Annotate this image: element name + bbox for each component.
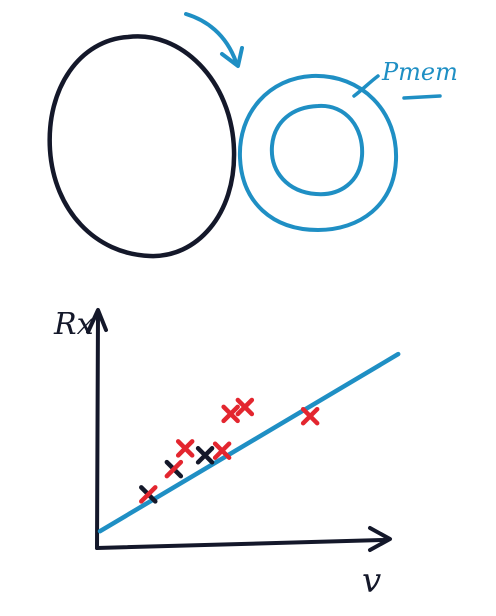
y-axis xyxy=(95,310,100,550)
inner-blue-circle xyxy=(269,103,365,197)
label-underline xyxy=(402,94,442,100)
outer-blue-circle xyxy=(237,73,399,232)
curved-arrow-icon xyxy=(184,12,244,68)
data-point-marker xyxy=(212,441,232,460)
data-points xyxy=(139,397,320,504)
data-point-marker xyxy=(139,485,158,504)
scatter-chart: Rx v xyxy=(53,307,401,601)
data-point-marker xyxy=(175,439,195,458)
data-point-marker xyxy=(235,397,255,417)
y-axis-label: Rx xyxy=(53,307,94,342)
fit-line xyxy=(97,351,401,534)
x-axis-label: v xyxy=(362,561,381,601)
x-axis xyxy=(95,538,386,550)
pointer-line-icon xyxy=(352,74,380,98)
data-point-marker xyxy=(164,459,184,479)
annotation-label: Pmem xyxy=(381,58,458,86)
data-point-marker xyxy=(221,404,240,424)
top-diagram: Pmem xyxy=(47,12,458,259)
x-axis-arrowhead xyxy=(368,526,392,552)
y-axis-arrowhead xyxy=(86,308,108,334)
data-point-marker xyxy=(195,446,215,465)
data-point-marker xyxy=(300,406,320,426)
large-black-circle xyxy=(47,34,237,259)
